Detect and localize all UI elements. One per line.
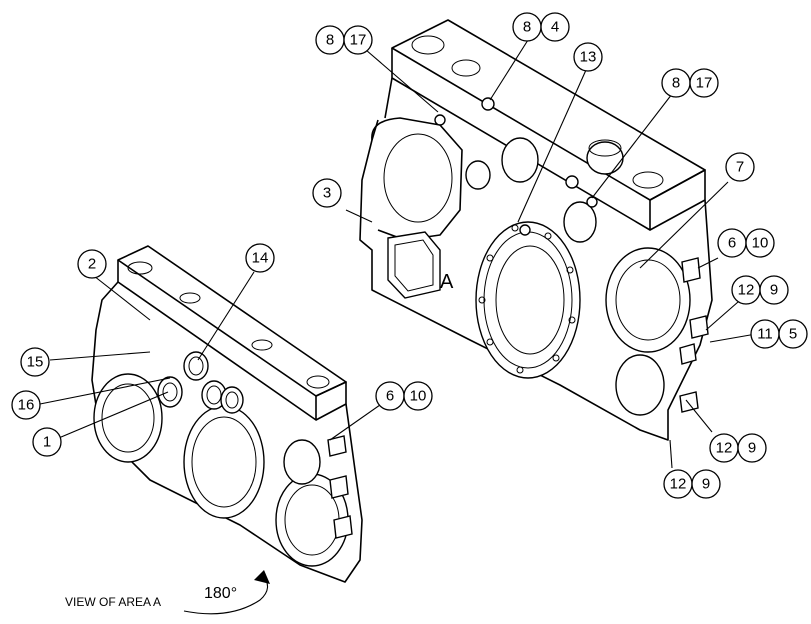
callout-9: 9 — [691, 469, 721, 499]
callout-9: 9 — [737, 433, 767, 463]
area-a-letter: A — [440, 271, 454, 293]
callout-1: 1 — [32, 427, 62, 457]
callout-8: 8 — [661, 68, 691, 98]
rotation-label: 180° — [204, 585, 237, 602]
callout-14: 14 — [245, 243, 275, 273]
svg-text:12: 12 — [716, 440, 733, 457]
callout-12: 12 — [663, 469, 693, 499]
callout-13: 13 — [573, 42, 603, 72]
svg-text:9: 9 — [748, 440, 756, 457]
svg-text:9: 9 — [770, 282, 778, 299]
callout-16: 16 — [11, 390, 41, 420]
svg-text:11: 11 — [757, 326, 773, 343]
svg-text:16: 16 — [18, 397, 35, 414]
svg-text:9: 9 — [702, 476, 710, 493]
view-caption: VIEW OF AREA A — [65, 595, 161, 609]
svg-text:10: 10 — [410, 388, 427, 405]
callout-2: 2 — [77, 249, 107, 279]
svg-text:10: 10 — [752, 235, 769, 252]
front-housing-main — [359, 19, 713, 441]
callout-17: 17 — [689, 68, 719, 98]
callout-11: 11 — [750, 319, 780, 349]
svg-text:13: 13 — [580, 49, 597, 66]
callout-8: 8 — [315, 25, 345, 55]
callout-4: 4 — [540, 12, 570, 42]
callout-15: 15 — [20, 347, 50, 377]
callout-12: 12 — [731, 275, 761, 305]
svg-text:8: 8 — [672, 75, 680, 92]
svg-text:17: 17 — [350, 32, 367, 49]
svg-text:8: 8 — [326, 32, 334, 49]
svg-text:6: 6 — [386, 388, 394, 405]
svg-text:5: 5 — [789, 326, 797, 343]
svg-text:1: 1 — [43, 434, 51, 451]
svg-text:8: 8 — [523, 19, 531, 36]
svg-text:3: 3 — [323, 185, 331, 202]
leader-lines — [39, 39, 757, 469]
svg-text:17: 17 — [696, 75, 713, 92]
front-housing-rear-view — [91, 245, 363, 583]
svg-text:6: 6 — [728, 235, 736, 252]
svg-text:4: 4 — [551, 19, 559, 36]
callout-9: 9 — [759, 275, 789, 305]
callout-10: 10 — [745, 228, 775, 258]
callout-3: 3 — [312, 178, 342, 208]
svg-text:15: 15 — [27, 354, 44, 371]
svg-text:14: 14 — [252, 250, 269, 267]
svg-text:2: 2 — [88, 256, 96, 273]
callout-6: 6 — [717, 228, 747, 258]
svg-text:12: 12 — [670, 476, 687, 493]
callout-7: 7 — [725, 152, 755, 182]
callout-8: 8 — [512, 12, 542, 42]
callout-5: 5 — [778, 319, 808, 349]
callout-6: 6 — [375, 381, 405, 411]
callout-10: 10 — [403, 381, 433, 411]
svg-text:7: 7 — [736, 159, 744, 176]
callout-12: 12 — [709, 433, 739, 463]
svg-text:12: 12 — [738, 282, 755, 299]
rotation-arrowhead-icon — [254, 570, 270, 584]
callout-17: 17 — [343, 25, 373, 55]
